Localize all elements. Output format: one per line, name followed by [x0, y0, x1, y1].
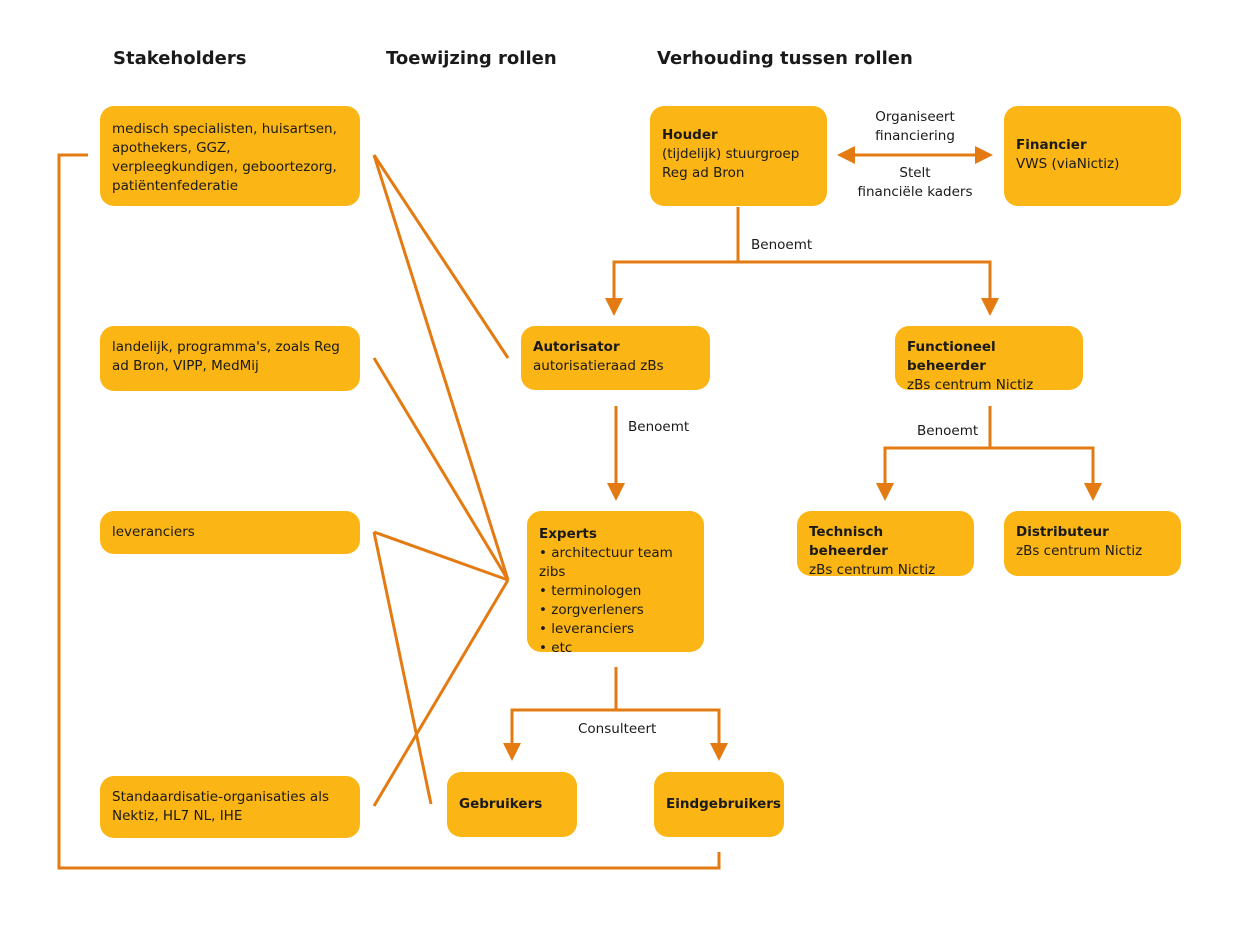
- role-eindgebruikers-title: Eindgebruikers: [666, 796, 781, 812]
- role-experts-item: leveranciers: [539, 620, 692, 639]
- stakeholder1-to-experts-line: [372, 154, 510, 581]
- stakeholder-zorgverleners-box: medisch specialisten, huisartsen, apothe…: [100, 106, 360, 206]
- stakeholder-zorgverleners-text: medisch specialisten, huisartsen, apothe…: [112, 121, 337, 194]
- stakeholder-landelijk-box: landelijk, programma's, zoals Reg ad Bro…: [100, 326, 360, 391]
- role-houder-title: Houder: [662, 127, 718, 143]
- role-functioneel-title: Functioneel beheerder: [907, 339, 996, 374]
- stakeholder3-to-gebruikers-line: [372, 531, 433, 805]
- role-technisch-beheerder-box: Technisch beheerder zBs centrum Nictiz: [797, 511, 974, 576]
- role-experts-box: Experts architectuur team zibs terminolo…: [527, 511, 704, 652]
- role-financier-line1: VWS (viaNictiz): [1016, 156, 1120, 172]
- stakeholder-landelijk-text: landelijk, programma's, zoals Reg ad Bro…: [112, 339, 340, 374]
- role-eindgebruikers-box: Eindgebruikers: [654, 772, 784, 837]
- role-houder-line1: (tijdelijk) stuurgroep: [662, 146, 800, 162]
- relation-stelt-line1: Stelt: [899, 165, 931, 181]
- role-experts-list: architectuur team zibs terminologen zorg…: [539, 544, 692, 652]
- role-technisch-title: Technisch beheerder: [809, 524, 888, 559]
- role-gebruikers-box: Gebruikers: [447, 772, 577, 837]
- houder-to-functioneel-arrow: [738, 260, 999, 316]
- role-experts-item: etc: [539, 639, 692, 652]
- role-financier-box: Financier VWS (viaNictiz): [1004, 106, 1181, 206]
- relation-stelt-kaders: Stelt financiële kaders: [855, 164, 975, 202]
- stakeholder3-to-experts-line: [373, 530, 509, 582]
- relation-benoemt-functioneel: Benoemt: [917, 423, 979, 439]
- role-gebruikers-title: Gebruikers: [459, 796, 543, 812]
- role-houder-line2: Reg ad Bron: [662, 165, 745, 181]
- stakeholder4-to-experts-line: [372, 579, 510, 807]
- relation-stelt-line2: financiële kaders: [857, 184, 973, 200]
- relation-benoemt-houder: Benoemt: [751, 237, 813, 253]
- eindgebruikers-feedback-line: [57, 153, 721, 870]
- stakeholder1-to-autorisator-line: [372, 154, 510, 359]
- heading-stakeholders: Stakeholders: [113, 48, 247, 69]
- houder-to-autorisator-arrow: [605, 207, 740, 316]
- functioneel-to-technisch-arrow: [876, 406, 992, 501]
- role-distributeur-title: Distributeur: [1016, 524, 1109, 540]
- stakeholder-standaardisatie-box: Standaardisatie-organisaties als Nektiz,…: [100, 776, 360, 838]
- experts-to-eindgebruikers-arrow: [616, 708, 728, 761]
- role-experts-item: zorgverleners: [539, 601, 692, 620]
- role-autorisator-box: Autorisator autorisatieraad zBs: [521, 326, 710, 390]
- role-technisch-line1: zBs centrum Nictiz: [809, 562, 936, 576]
- role-distributeur-line1: zBs centrum Nictiz: [1016, 543, 1143, 559]
- role-experts-title: Experts: [539, 526, 597, 542]
- heading-toewijzing-rollen: Toewijzing rollen: [386, 48, 557, 69]
- stakeholder-standaardisatie-text: Standaardisatie-organisaties als Nektiz,…: [112, 789, 329, 824]
- role-distributeur-box: Distributeur zBs centrum Nictiz: [1004, 511, 1181, 576]
- stakeholder-leveranciers-box: leveranciers: [100, 511, 360, 554]
- experts-to-gebruikers-arrow: [503, 667, 618, 761]
- relation-organiseert-line2: financiering: [875, 128, 955, 144]
- role-autorisator-title: Autorisator: [533, 339, 620, 355]
- role-experts-item: architectuur team zibs: [539, 544, 692, 582]
- heading-verhouding-tussen-rollen: Verhouding tussen rollen: [657, 48, 913, 69]
- relation-organiseert-line1: Organiseert: [875, 109, 955, 125]
- role-experts-item: terminologen: [539, 582, 692, 601]
- relation-consulteert: Consulteert: [578, 721, 657, 737]
- role-functioneel-beheerder-box: Functioneel beheerder zBs centrum Nictiz: [895, 326, 1083, 390]
- stakeholder2-to-experts-line: [372, 357, 510, 581]
- role-houder-box: Houder (tijdelijk) stuurgroep Reg ad Bro…: [650, 106, 827, 206]
- relation-organiseert-financiering: Organiseert financiering: [855, 108, 975, 146]
- role-financier-title: Financier: [1016, 137, 1087, 153]
- role-autorisator-line1: autorisatieraad zBs: [533, 358, 664, 374]
- relation-benoemt-autorisator: Benoemt: [628, 419, 690, 435]
- functioneel-to-distributeur-arrow: [990, 446, 1102, 501]
- role-functioneel-line1: zBs centrum Nictiz: [907, 377, 1034, 390]
- stakeholder-leveranciers-text: leveranciers: [112, 524, 195, 540]
